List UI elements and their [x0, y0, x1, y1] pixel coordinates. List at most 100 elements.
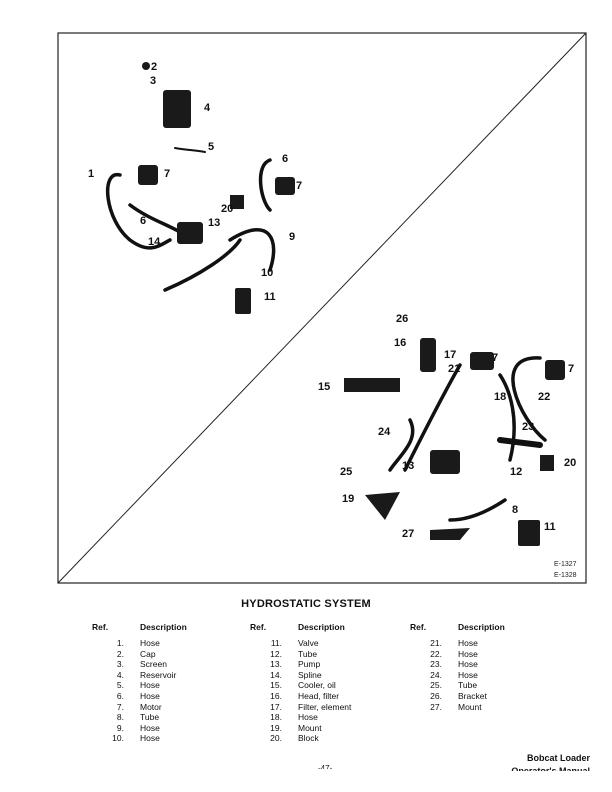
part-description: Hose	[298, 712, 318, 723]
callout-label: 20	[564, 457, 576, 469]
ref-number: 6.	[116, 690, 124, 701]
hose-1	[106, 173, 172, 250]
callout-label: 27	[402, 528, 414, 540]
ref-number: 3.	[116, 659, 124, 670]
parts-list-row: 27.Mount	[410, 702, 505, 713]
parts-list-row: 22.Hose	[410, 649, 505, 660]
part-description: Spline	[298, 669, 322, 680]
ref-number: 21.	[430, 638, 442, 648]
parts-list-row: 14. Spline	[250, 670, 351, 681]
part-description: Hose	[140, 638, 160, 648]
footer-brand: Bobcat Loader	[526, 753, 590, 763]
table-header: Ref.Description	[92, 622, 187, 632]
parts-list-row: 2. Cap	[92, 649, 187, 660]
part-description: Tube	[298, 648, 318, 659]
callout-label: 23	[522, 421, 534, 433]
hose-10	[163, 238, 242, 292]
motor-7c	[470, 352, 494, 370]
callout-label: 18	[494, 391, 506, 403]
callout-label: 13	[208, 217, 220, 229]
parts-list-row: 26.Bracket	[410, 691, 505, 702]
hose-23	[497, 437, 543, 448]
part-description: Pump	[298, 659, 321, 670]
part-description: Mount	[298, 722, 322, 733]
parts-list-row: 11.Valve	[250, 638, 351, 649]
hose-9	[228, 228, 276, 272]
figure-frame	[57, 32, 587, 584]
ref-header: Ref.	[92, 622, 109, 632]
ref-number: 10.	[112, 733, 124, 744]
parts-list-row: 25. Tube	[410, 680, 505, 691]
parts-list-row: 4.Reservoir	[92, 670, 187, 681]
callout-label: 2	[151, 61, 157, 73]
parts-list-row: 1.Hose	[92, 638, 187, 649]
parts-list-row: 19. Mount	[250, 723, 351, 734]
parts-list-row: 6.Hose	[92, 691, 187, 702]
pump-13	[430, 450, 460, 474]
ref-number: 9.	[116, 722, 124, 733]
ref-number: 19.	[270, 722, 282, 733]
description-header: Description	[458, 622, 505, 632]
figure-code-1: E-1327	[554, 561, 577, 568]
description-header: Description	[298, 622, 345, 632]
part-description: Tube	[458, 680, 478, 691]
callout-label: 15	[318, 381, 330, 393]
ref-number: 2.	[116, 648, 124, 659]
part-description: Cooler, oil	[298, 680, 336, 691]
pump	[177, 222, 203, 244]
parts-list-row: 18. Hose	[250, 712, 351, 723]
part-description: Hose	[140, 733, 160, 744]
callout-label: 25	[340, 466, 352, 478]
callout-label: 5	[208, 141, 214, 153]
ref-number: 25.	[430, 680, 442, 691]
ref-number: 14.	[270, 669, 282, 680]
part-description: Mount	[458, 701, 482, 712]
hose-24	[388, 418, 415, 472]
ref-number: 20.	[270, 733, 282, 744]
callout-label: 16	[394, 337, 406, 349]
callout-label: 11	[544, 521, 556, 533]
ref-header: Ref.	[410, 622, 427, 632]
callout-label: 21	[448, 363, 460, 375]
part-description: Cap	[140, 648, 156, 659]
ref-number: 8.	[116, 712, 124, 723]
part-description: Screen	[140, 659, 167, 670]
ref-number: 16.	[270, 690, 282, 701]
part-description: Filter, element	[298, 701, 352, 712]
callout-label: 7	[296, 180, 302, 192]
callout-label: 4	[204, 102, 211, 114]
part-description: Hose	[458, 638, 478, 648]
parts-list-row: 23.Hose	[410, 659, 505, 670]
valve-11b	[518, 520, 540, 546]
parts-list-row: 7.Motor	[92, 702, 187, 713]
parts-list-row: 15. Cooler, oil	[250, 680, 351, 691]
tube-8	[448, 498, 507, 522]
ref-number: 18.	[270, 712, 282, 723]
part-description: Block	[298, 733, 319, 744]
callout-label: 7	[164, 168, 170, 180]
ref-number: 26.	[430, 690, 442, 701]
valve-11	[235, 288, 251, 314]
ref-number: 15.	[270, 680, 282, 691]
parts-list-row: 24.Hose	[410, 670, 505, 681]
parts-list-row: 20. Block	[250, 733, 351, 744]
ref-number: 4.	[116, 669, 124, 680]
callout-label: 10	[261, 267, 273, 279]
ref-number: 24.	[430, 669, 442, 680]
callout-label: 12	[510, 466, 522, 478]
ref-number: 7.	[116, 701, 124, 712]
callout-label: 20	[221, 203, 233, 215]
callout-label: 9	[289, 231, 295, 243]
part-description: Head, filter	[298, 690, 340, 701]
parts-list-row: 10. Hose	[92, 733, 187, 744]
figure-code-2: E-1328	[554, 572, 577, 579]
cap	[142, 62, 150, 70]
parts-list-row: 5.Hose	[92, 680, 187, 691]
callout-label: 1	[88, 168, 94, 180]
